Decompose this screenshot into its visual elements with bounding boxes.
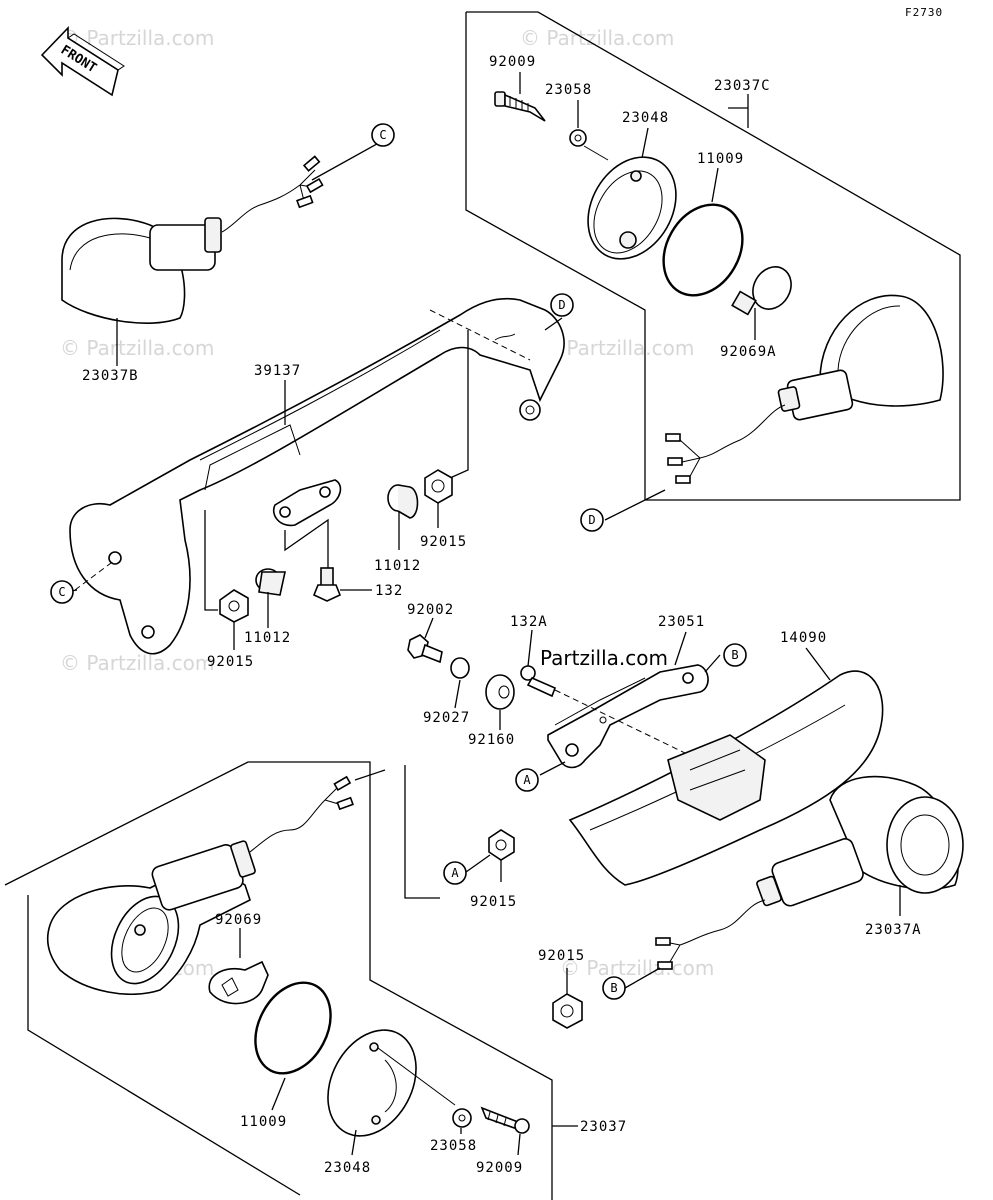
part-label: 39137 xyxy=(254,363,301,379)
part-label: 11012 xyxy=(244,630,291,646)
turn-signal-icon xyxy=(665,294,944,484)
ref-circle-c-top: C xyxy=(371,123,395,147)
nut-icon xyxy=(552,993,583,1029)
part-label: 92015 xyxy=(470,894,517,910)
bulb-icon xyxy=(208,960,269,1005)
washer-icon xyxy=(569,129,609,161)
leader-line xyxy=(284,518,329,575)
svg-text:D: D xyxy=(558,298,565,312)
turn-signal-icon xyxy=(46,775,354,996)
part-label: 92069 xyxy=(215,912,262,928)
collar-icon xyxy=(450,657,470,679)
part-label: 23058 xyxy=(430,1138,477,1154)
nut-icon xyxy=(219,589,249,623)
svg-text:C: C xyxy=(379,128,386,142)
part-label: 14090 xyxy=(780,630,827,646)
leader-line xyxy=(204,510,218,611)
ref-circle-b-bracket: B xyxy=(723,643,747,667)
svg-text:C: C xyxy=(58,585,65,599)
ref-circle-d-top: D xyxy=(550,293,574,317)
washer-icon xyxy=(452,1108,472,1128)
figure-code: F2730 xyxy=(905,6,943,19)
lens-cover-icon xyxy=(327,1029,456,1137)
part-label: 23051 xyxy=(658,614,705,630)
svg-text:B: B xyxy=(610,981,617,995)
part-label: 23037B xyxy=(82,368,139,384)
screw-icon xyxy=(480,1106,530,1134)
nut-icon xyxy=(488,829,515,861)
part-label: 23048 xyxy=(622,110,669,126)
part-label: 23037C xyxy=(714,78,771,94)
license-bracket-icon xyxy=(547,664,709,769)
brand-overlay: Partzilla.com xyxy=(540,646,668,670)
part-label: 23058 xyxy=(545,82,592,98)
bolt-icon xyxy=(312,567,372,602)
ref-circle-b-signal: B xyxy=(602,976,626,1000)
svg-text:A: A xyxy=(451,866,459,880)
svg-text:B: B xyxy=(731,648,738,662)
bolt-icon xyxy=(407,634,443,664)
part-label: 92160 xyxy=(468,732,515,748)
part-label: 132A xyxy=(510,614,548,630)
mounting-bracket-icon xyxy=(69,297,565,655)
centerline xyxy=(74,559,116,591)
watermark-text: © Partzilla.com xyxy=(60,336,214,360)
part-label: 23048 xyxy=(324,1160,371,1176)
centerline xyxy=(429,309,531,361)
watermark-text: © Partzilla.com xyxy=(60,651,214,675)
ref-circle-a-nut: A xyxy=(443,861,467,885)
leader-line xyxy=(449,330,469,479)
ref-circle-a-bracket: A xyxy=(515,768,539,792)
turn-signal-icon xyxy=(655,775,964,970)
svg-text:A: A xyxy=(523,773,531,787)
part-label: 92009 xyxy=(476,1160,523,1176)
gasket-ring-icon xyxy=(662,203,744,297)
part-label: 92002 xyxy=(407,602,454,618)
bolt-icon xyxy=(520,665,557,698)
assembly-box-23037 xyxy=(4,761,553,1200)
collar-icon xyxy=(255,568,286,596)
part-label: 92015 xyxy=(207,654,254,670)
nut-icon xyxy=(424,469,453,504)
part-label: 92009 xyxy=(489,54,536,70)
part-label: 11009 xyxy=(240,1114,287,1130)
ref-circle-d-bottom: D xyxy=(580,508,604,532)
svg-text:D: D xyxy=(588,513,595,527)
part-labels: 92009 23058 23048 23037C 11009 92069A 23… xyxy=(82,54,922,1176)
ref-circle-c-left: C xyxy=(50,580,74,604)
lens-cover-icon xyxy=(587,156,677,260)
assembly-box-23037c xyxy=(465,11,961,501)
part-label: 92069A xyxy=(720,344,777,360)
part-label: 11009 xyxy=(697,151,744,167)
screw-icon xyxy=(494,91,546,122)
part-label: 92027 xyxy=(423,710,470,726)
part-label: 11012 xyxy=(374,558,421,574)
turn-signal-icon xyxy=(61,155,324,324)
bulb-icon xyxy=(731,266,792,316)
watermark-text: © Partzilla.com xyxy=(560,956,714,980)
grommet-icon xyxy=(485,674,515,710)
part-label: 132 xyxy=(375,583,403,599)
collar-icon xyxy=(387,484,419,519)
part-label: 23037 xyxy=(580,1119,627,1135)
watermark-text: © Partzilla.com xyxy=(60,26,214,50)
part-label: 92015 xyxy=(420,534,467,550)
rear-cover-icon xyxy=(568,670,884,886)
watermark-text: © Partzilla.com xyxy=(540,336,694,360)
part-label: 92015 xyxy=(538,948,585,964)
part-label: 23037A xyxy=(865,922,922,938)
gasket-ring-icon xyxy=(254,981,332,1075)
